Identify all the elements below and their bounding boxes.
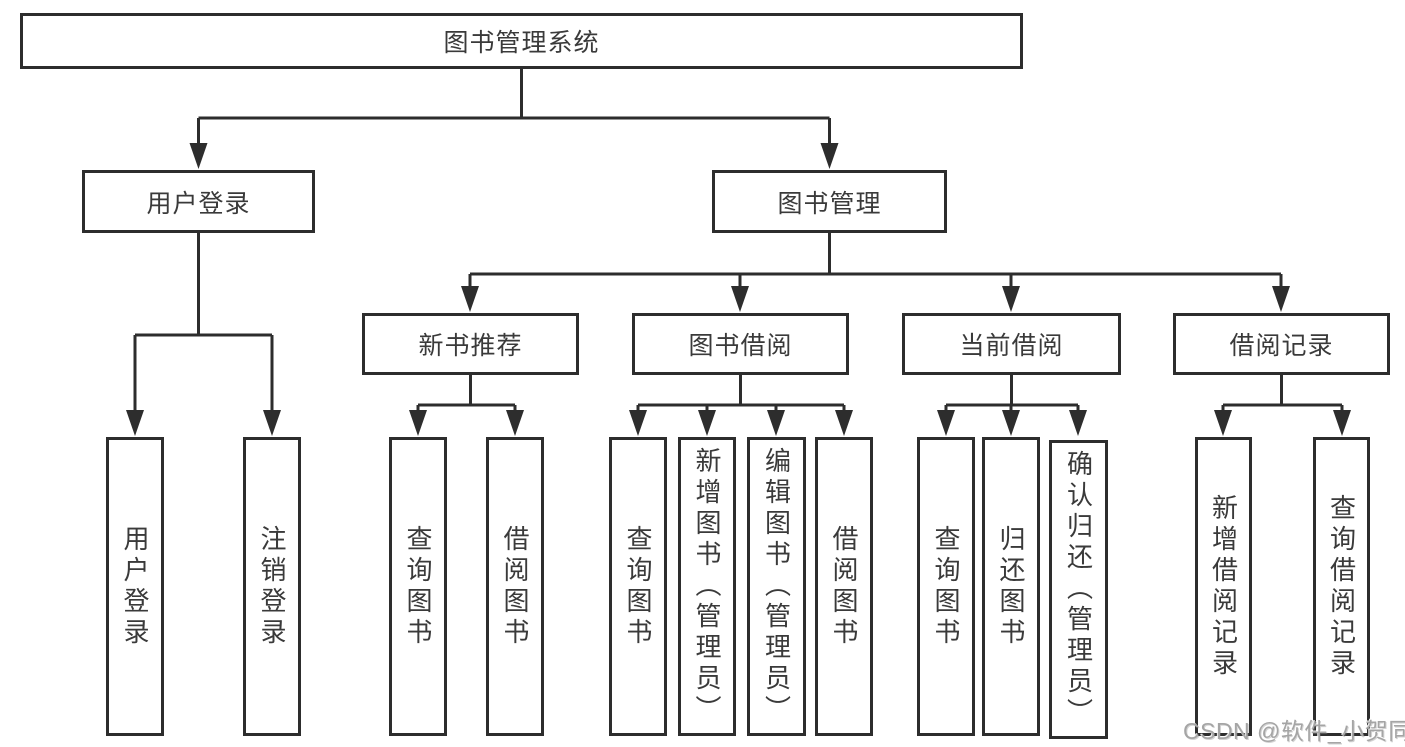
arrowhead xyxy=(263,410,281,436)
node-new-book-recommend: 新书推荐 xyxy=(362,313,579,375)
leaf-logout: 注销登录 xyxy=(243,437,301,736)
node-borrowing-records: 借阅记录 xyxy=(1173,313,1390,375)
arrowhead xyxy=(1272,286,1290,312)
arrowhead xyxy=(1002,286,1020,312)
arrowhead xyxy=(506,410,524,436)
arrowhead xyxy=(835,410,853,436)
leaf-add-borrow-record: 新增借阅记录 xyxy=(1195,437,1252,736)
arrowhead xyxy=(731,286,749,312)
leaf-borrow-books-borrowing: 借阅图书 xyxy=(815,437,873,736)
arrowhead xyxy=(820,143,839,169)
arrowhead xyxy=(937,410,955,436)
arrowhead xyxy=(1002,410,1020,436)
leaf-return-books: 归还图书 xyxy=(982,437,1040,736)
edge-book-borrowing-to-leaves xyxy=(636,375,846,412)
leaf-borrow-books-recommend: 借阅图书 xyxy=(486,437,544,736)
edge-borrowing-records-to-leaves xyxy=(1221,375,1344,412)
edge-book-management-to-level3 xyxy=(468,233,1283,288)
arrowhead xyxy=(767,410,785,436)
arrowhead xyxy=(698,410,716,436)
leaf-query-books-current: 查询图书 xyxy=(917,437,975,736)
arrowhead xyxy=(461,286,479,312)
connector-lines xyxy=(133,69,1344,412)
node-user-login: 用户登录 xyxy=(82,170,315,233)
leaf-add-books-admin: 新增图书（管理员） xyxy=(678,437,736,736)
node-current-borrowing: 当前借阅 xyxy=(902,313,1121,375)
arrowhead xyxy=(1214,410,1232,436)
arrowhead xyxy=(629,410,647,436)
edge-new-book-recommend-to-leaves xyxy=(416,375,517,412)
arrowhead xyxy=(189,143,208,169)
node-library-system: 图书管理系统 xyxy=(20,13,1023,69)
csdn-watermark: CSDN @软件_小贺同学 xyxy=(1183,718,1405,744)
arrowhead xyxy=(1069,410,1087,436)
arrowhead xyxy=(126,410,144,436)
arrowheads xyxy=(126,143,1351,436)
edge-root-to-level2 xyxy=(197,69,831,145)
edge-user-login-to-leaves xyxy=(133,233,274,412)
arrowhead xyxy=(409,410,427,436)
arrowhead xyxy=(1333,410,1351,436)
node-book-borrowing: 图书借阅 xyxy=(632,313,849,375)
leaf-query-borrow-record: 查询借阅记录 xyxy=(1313,437,1370,736)
leaf-query-books-borrowing: 查询图书 xyxy=(609,437,667,736)
leaf-confirm-return-admin: 确认归还（管理员） xyxy=(1049,440,1108,739)
edge-current-borrowing-to-leaves xyxy=(944,375,1080,412)
leaf-edit-books-admin: 编辑图书（管理员） xyxy=(747,437,806,736)
leaf-query-books-recommend: 查询图书 xyxy=(389,437,447,736)
node-book-management: 图书管理 xyxy=(712,170,947,233)
leaf-user-login: 用户登录 xyxy=(106,437,164,736)
